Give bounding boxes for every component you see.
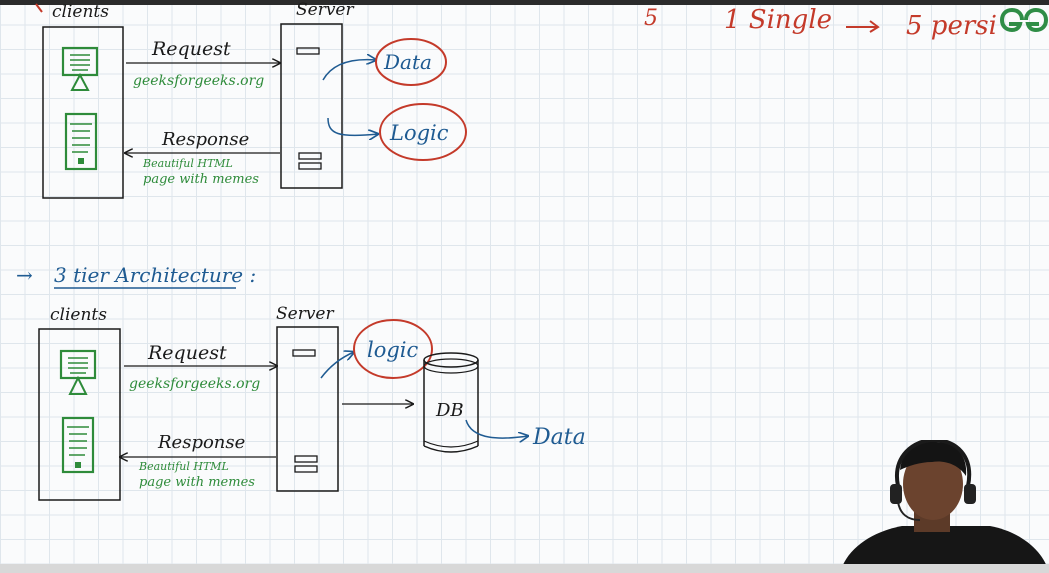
presenter-webcam (840, 440, 1049, 573)
response-line-2: page with memes (139, 475, 255, 490)
server-icon (276, 326, 339, 492)
data-label: Data (532, 425, 586, 450)
request-label: Request (151, 38, 231, 60)
data-arrow (322, 60, 376, 81)
logic-bubble-circle (353, 319, 433, 379)
logic-bubble-text: Logic (389, 121, 449, 145)
top-note-number: 5 (644, 6, 658, 31)
mobile-phone-icon (61, 416, 95, 474)
logic-bubble-circle (379, 103, 467, 161)
data-bubble-text: Data (383, 50, 432, 74)
response-line-1: Beautiful HTML (142, 157, 233, 170)
logic-arrow (320, 352, 354, 379)
clients-label: clients (50, 305, 107, 325)
monitor-icon (59, 349, 97, 395)
monitor-icon (61, 46, 99, 91)
server-icon (280, 23, 343, 189)
logic-arrow (327, 117, 378, 135)
bottom-video-bar (0, 564, 1049, 573)
db-to-data-arrow (465, 419, 528, 438)
response-label: Response (161, 129, 249, 150)
two-tier-diagram: clients Server Request geeksforgeeks.org… (42, 0, 467, 199)
database-icon (423, 352, 479, 453)
heading-arrow: → (16, 263, 33, 287)
top-note: 5 1 Single 5 persi (644, 5, 997, 41)
response-label: Response (157, 432, 245, 453)
clients-box (42, 26, 124, 199)
three-tier-diagram: clients Server Request geeksforgeeks.org… (38, 304, 586, 501)
response-line-1: Beautiful HTML (138, 460, 229, 473)
top-note-single: 1 Single (724, 5, 832, 35)
server-label: Server (296, 0, 354, 20)
mobile-phone-icon (64, 112, 98, 171)
top-window-bar (0, 0, 1049, 5)
server-label: Server (276, 304, 334, 324)
request-url: geeksforgeeks.org (129, 376, 260, 392)
request-url: geeksforgeeks.org (133, 73, 264, 89)
logic-bubble-text: logic (367, 338, 419, 362)
three-tier-heading: → 3 tier Architecture : (16, 263, 256, 289)
data-bubble-circle (375, 38, 447, 86)
request-label: Request (147, 342, 227, 364)
top-note-persons: 5 persi (906, 11, 997, 41)
db-label: DB (435, 400, 464, 421)
response-line-2: page with memes (143, 172, 259, 187)
clients-label: clients (52, 2, 109, 22)
clients-box (38, 328, 121, 501)
red-tick-mark (35, 3, 43, 13)
heading-text: 3 tier Architecture : (54, 263, 256, 287)
geeksforgeeks-logo-icon (1000, 7, 1048, 33)
